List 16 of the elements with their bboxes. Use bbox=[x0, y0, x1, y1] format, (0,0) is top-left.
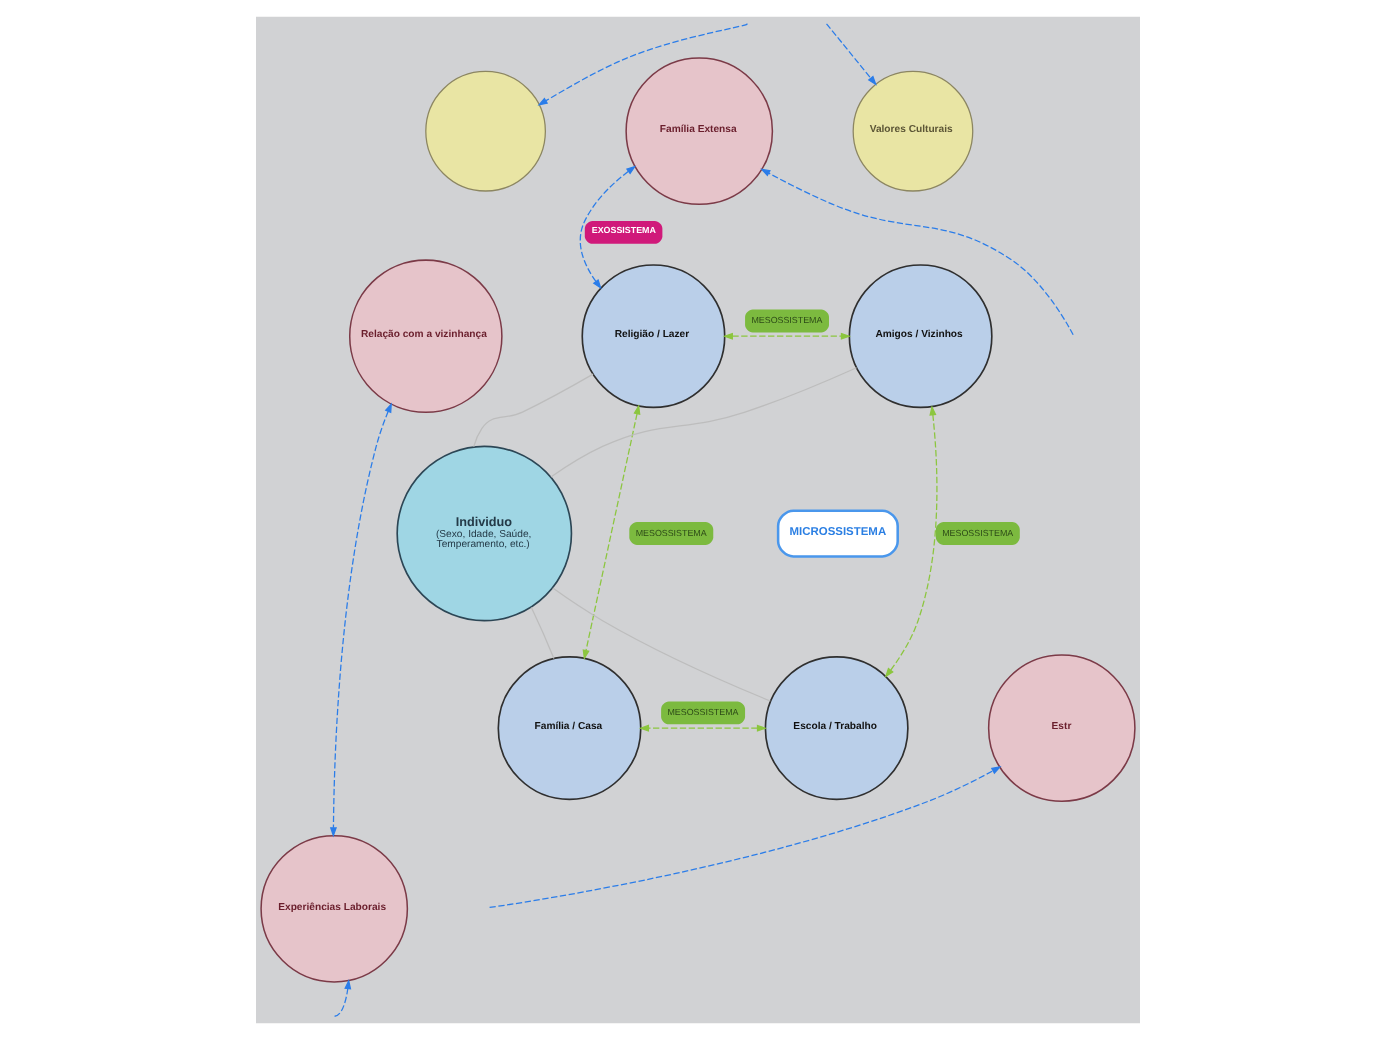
arrow bbox=[578, 165, 636, 290]
arrow bbox=[637, 724, 767, 732]
arrow bbox=[328, 402, 391, 838]
connector bbox=[529, 606, 554, 660]
arrow bbox=[824, 23, 876, 86]
arrow bbox=[721, 332, 850, 340]
connector bbox=[549, 367, 857, 478]
connector bbox=[551, 587, 770, 702]
connector bbox=[472, 373, 593, 448]
arrow bbox=[883, 405, 937, 678]
arrow bbox=[487, 766, 1001, 909]
arrow bbox=[332, 979, 351, 1017]
arrow bbox=[759, 168, 1073, 336]
node-circle bbox=[424, 70, 545, 192]
arrow bbox=[536, 23, 747, 106]
arrow bbox=[581, 404, 640, 661]
